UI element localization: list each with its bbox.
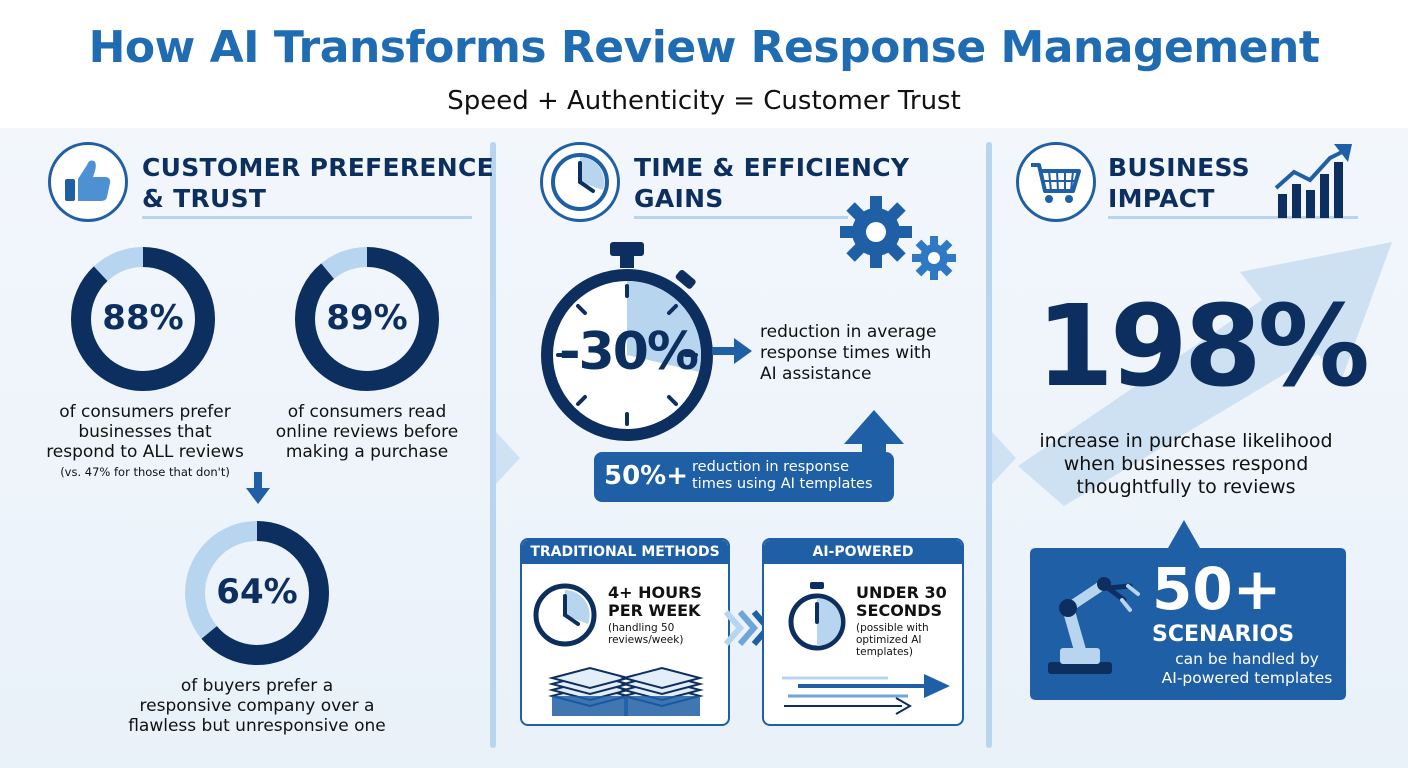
stopwatch-caption: reduction in average response times with… (760, 322, 970, 385)
customer-heading-underline (142, 216, 472, 219)
stat-89-line1: of consumers read (287, 402, 447, 422)
stat-64-line3: flawless but unresponsive one (128, 716, 386, 736)
speed-arrows-icon (782, 674, 950, 715)
stat-88-line1: of consumers prefer (59, 402, 231, 422)
scenarios-badge (1030, 520, 1346, 700)
page-subtitle: Speed + Authenticity = Customer Trust (447, 86, 961, 116)
scenarios-line1: can be handled by (1175, 650, 1319, 668)
growth-arrow-background (1018, 242, 1392, 506)
business-line2: when businesses respond (1063, 453, 1309, 475)
time-heading-underline (634, 216, 848, 219)
page-title: How AI Transforms Review Response Manage… (88, 22, 1320, 73)
stat-89-line3: making a purchase (285, 442, 449, 462)
shopping-cart-icon (1031, 163, 1081, 203)
ai-note: (possible with optimized AI templates) (856, 622, 929, 658)
traditional-methods-box: TRADITIONAL METHODS 4+ HOURS PER WEEK (h… (520, 538, 730, 726)
business-heading-underline (1108, 216, 1358, 219)
business-line3: thoughtfully to reviews (1076, 476, 1296, 498)
badge-line2: times using AI templates (692, 476, 873, 492)
business-heading-line2: IMPACT (1108, 184, 1215, 213)
down-arrow-icon (246, 472, 270, 504)
gears-icon (840, 196, 956, 280)
arrow-right-icon (712, 338, 752, 364)
stat-88-line2: businesses that (78, 422, 212, 442)
ai-label: AI-POWERED (764, 540, 962, 564)
donut-fill (185, 521, 329, 665)
stat-88-line3: respond to ALL reviews (46, 442, 244, 462)
separator-arrow-left (496, 432, 520, 484)
column-separator-left (490, 142, 496, 748)
stat-89-line2: online reviews before (275, 422, 459, 442)
clock-icon-circle (540, 142, 620, 222)
clock-icon (533, 583, 597, 647)
stat-89-value: 89% (326, 298, 408, 338)
stat-64-line1: of buyers prefer a (180, 676, 334, 696)
traditional-note-line2: reviews/week) (608, 634, 684, 646)
time-heading: TIME & EFFICIENCY GAINS (634, 152, 909, 214)
stat-88-caption: of consumers prefer businesses that resp… (30, 402, 260, 482)
donut-fill (295, 247, 439, 391)
badge-line1: reduction in response (692, 459, 850, 475)
scenarios-value: 50+ (1152, 555, 1282, 623)
separator-arrow-right (992, 432, 1016, 484)
paper-stacks-icon (548, 666, 704, 716)
business-big-value: 198% (1036, 282, 1370, 412)
traditional-value-line2: PER WEEK (608, 601, 701, 620)
time-heading-line2: GAINS (634, 184, 724, 213)
traditional-value: 4+ HOURS PER WEEK (608, 584, 702, 620)
ai-value: UNDER 30 SECONDS (856, 584, 947, 620)
stat-88-value: 88% (102, 298, 184, 338)
stat-64-line2: responsive company over a (139, 696, 375, 716)
business-caption: increase in purchase likelihood when bus… (1016, 430, 1356, 499)
thumbs-up-icon (65, 160, 111, 201)
donut-chart-89 (295, 247, 439, 391)
stopwatch-icon (541, 242, 713, 441)
stat-88-note: (vs. 47% for those that don't) (60, 465, 230, 479)
stat-64-caption: of buyers prefer a responsive company ov… (112, 676, 402, 736)
robot-arm-icon (1048, 577, 1140, 674)
ai-value-line1: UNDER 30 (856, 583, 947, 602)
stat-89-caption: of consumers read online reviews before … (262, 402, 472, 462)
business-heading-line1: BUSINESS (1108, 153, 1250, 182)
traditional-note: (handling 50 reviews/week) (608, 622, 683, 646)
fifty-percent-badge: 50%+ reduction in response times using A… (594, 452, 894, 502)
business-heading: BUSINESS IMPACT (1108, 152, 1250, 214)
business-line1: increase in purchase likelihood (1039, 430, 1333, 452)
clock-icon (551, 153, 609, 211)
customer-heading-line2: & TRUST (142, 184, 267, 213)
stopwatch-line2: response times with (760, 343, 932, 363)
growth-chart-icon (1274, 144, 1352, 218)
ai-powered-box: AI-POWERED UNDER 30 SECONDS (possible wi… (762, 538, 964, 726)
ai-note-line3: templates) (856, 646, 913, 658)
stat-64-value: 64% (216, 572, 298, 612)
traditional-label: TRADITIONAL METHODS (522, 540, 728, 564)
stopwatch-small-icon (788, 582, 846, 651)
badge-value: 50%+ (604, 461, 689, 491)
donut-chart-64 (185, 521, 329, 665)
scenarios-label: SCENARIOS (1152, 622, 1295, 647)
scenarios-line2: AI-powered templates (1161, 669, 1333, 687)
stopwatch-value: -30% (558, 322, 699, 382)
time-heading-line1: TIME & EFFICIENCY (634, 153, 910, 182)
traditional-value-line1: 4+ HOURS (608, 583, 702, 602)
stopwatch-line3: AI assistance (760, 364, 872, 384)
traditional-note-line1: (handling 50 (608, 622, 675, 634)
ai-note-line1: (possible with (856, 622, 929, 634)
column-separator-right (986, 142, 992, 748)
donut-fill (71, 247, 215, 391)
customer-heading-line1: CUSTOMER PREFERENCE (142, 153, 495, 182)
donut-chart-88 (71, 247, 215, 391)
scenarios-caption: can be handled by AI-powered templates (1152, 650, 1342, 688)
customer-heading: CUSTOMER PREFERENCE & TRUST (142, 152, 494, 214)
ai-note-line2: optimized AI (856, 634, 922, 646)
badge-caption: reduction in response times using AI tem… (692, 459, 873, 493)
shopping-cart-icon-circle (1016, 142, 1096, 222)
stopwatch-line1: reduction in average (760, 322, 937, 342)
ai-value-line2: SECONDS (856, 601, 942, 620)
thumbs-up-icon-circle (48, 142, 128, 222)
